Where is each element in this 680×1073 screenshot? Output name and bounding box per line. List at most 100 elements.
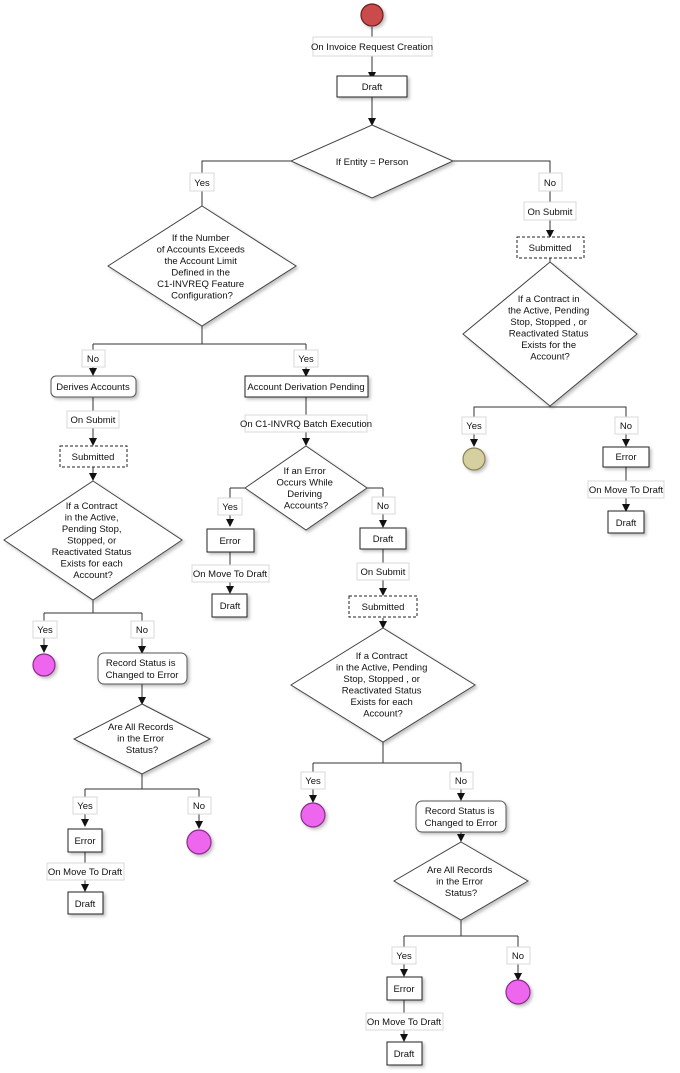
all-records-left-line: in the Error	[117, 734, 164, 745]
svg-text:On Move To Draft: On Move To Draft	[48, 867, 123, 878]
svg-text:Draft: Draft	[75, 899, 96, 910]
state-error-center: Error	[206, 528, 255, 553]
transition-label-on-submit-center: On Submit	[356, 562, 410, 581]
transition-label-on-move-to-draft-right: On Move To Draft	[587, 480, 665, 499]
label-no-center-3: No	[506, 946, 531, 965]
decision-mid-line: Configuration?	[171, 291, 233, 302]
error-decision-line: Accounts?	[284, 501, 328, 512]
svg-text:Submitted: Submitted	[362, 602, 405, 613]
svg-text:Error: Error	[393, 984, 414, 995]
decision-all-records-error-left: Are All Records in the Error Status?	[72, 703, 212, 775]
state-record-status-error-center: Record Status is Changed to Error	[415, 800, 507, 833]
state-derives-accounts: Derives Accounts	[50, 375, 137, 398]
decision-right-line: the Active, Pending	[508, 306, 589, 317]
decision-center-line: Stop, Stopped , or	[343, 674, 420, 685]
decision-right-line: Account?	[530, 352, 570, 363]
error-decision-line: Deriving	[287, 489, 322, 500]
svg-text:If a Contract in the Act: If a Contract in the Active, Pending Sto…	[508, 294, 592, 363]
svg-text:Yes: Yes	[194, 178, 210, 189]
label-no-right: No	[614, 416, 639, 435]
state-draft-left: Draft	[67, 891, 104, 915]
svg-text:Are All Records in the E: Are All Records in the Error Status?	[108, 722, 176, 756]
state-draft-top: Draft	[336, 75, 408, 98]
decision-right-line: Reactivated Status	[509, 329, 589, 340]
state-draft-right: Draft	[607, 510, 645, 534]
decision-mid-line: of Accounts Exceeds	[157, 245, 245, 256]
transition-label-on-move-to-draft-center: On Move To Draft	[191, 564, 270, 583]
transition-label-on-invoice-request-creation: On Invoice Request Creation	[311, 36, 433, 57]
svg-text:Account Derivation Pending: Account Derivation Pending	[247, 382, 364, 393]
svg-text:Yes: Yes	[396, 951, 412, 962]
svg-text:Draft: Draft	[362, 82, 383, 93]
all-records-left-line: Status?	[126, 745, 158, 756]
end-circle-center-no	[505, 979, 531, 1005]
state-submitted-left: Submitted	[59, 445, 128, 468]
end-circle-left-no	[186, 829, 212, 855]
svg-text:On Submit: On Submit	[528, 207, 573, 218]
svg-text:No: No	[136, 625, 148, 636]
svg-text:On C1-INVRQ Batch Execution: On C1-INVRQ Batch Execution	[240, 419, 372, 430]
state-error-center-2: Error	[386, 976, 423, 1001]
decision-mid-line: If the Number	[172, 233, 230, 244]
svg-text:Record Status is Changed: Record Status is Changed to Error	[106, 658, 179, 681]
label-no-error-deriving: No	[371, 496, 396, 515]
error-decision-line: If an Error	[284, 466, 326, 477]
decision-center-line: Reactivated Status	[342, 686, 422, 697]
svg-text:Draft: Draft	[616, 518, 637, 529]
decision-all-records-error-center: Are All Records in the Error Status?	[393, 841, 529, 921]
label-no-account-limit: No	[81, 349, 106, 368]
svg-text:If Entity = Person: If Entity = Person	[336, 157, 409, 168]
state-submitted-center: Submitted	[348, 595, 418, 618]
start-circle	[360, 3, 384, 27]
label-no-entity: No	[538, 172, 563, 192]
svg-text:Yes: Yes	[37, 625, 53, 636]
svg-text:Are All Records in the E: Are All Records in the Error Status?	[427, 865, 495, 899]
svg-text:If an Error Occurs While: If an Error Occurs While Deriving Accoun…	[276, 466, 335, 512]
label-yes-center-3: Yes	[391, 946, 417, 965]
svg-text:Yes: Yes	[305, 776, 321, 787]
svg-text:Yes: Yes	[77, 801, 93, 812]
state-error-right: Error	[602, 446, 650, 468]
state-draft-center-2: Draft	[386, 1041, 423, 1066]
state-account-derivation-pending: Account Derivation Pending	[244, 375, 369, 398]
decision-left-line: Account?	[73, 570, 113, 581]
svg-text:Draft: Draft	[373, 534, 394, 545]
label-yes-account-limit: Yes	[293, 349, 319, 368]
decision-left-line: Stopped, or	[67, 536, 116, 547]
all-records-center-line: Status?	[445, 888, 477, 899]
svg-text:If a Contract in the Act: If a Contract in the Active, Pending Sto…	[336, 651, 430, 720]
decision-error-deriving: If an Error Occurs While Deriving Accoun…	[244, 445, 368, 531]
decision-mid-line: C1-INVREQ Feature	[157, 279, 244, 290]
transition-label-on-batch-execution: On C1-INVRQ Batch Execution	[240, 414, 372, 433]
all-records-center-line: Are All Records	[427, 865, 493, 876]
decision-left-line: in the Active,	[65, 513, 119, 524]
label-no-left-2: No	[187, 796, 212, 815]
decision-center-line: Account?	[363, 709, 403, 720]
svg-text:Draft: Draft	[394, 1049, 415, 1060]
error-decision-line: Occurs While	[276, 478, 332, 489]
state-draft-center-left: Draft	[211, 593, 248, 618]
end-circle-center-yes	[300, 802, 326, 828]
svg-text:On Submit: On Submit	[71, 415, 116, 426]
svg-text:No: No	[620, 421, 632, 432]
decision-contract-status-left: If a Contract in the Active, Pending Sto…	[3, 480, 183, 601]
record-status-left-line: Changed to Error	[106, 670, 179, 681]
svg-text:On Move To Draft: On Move To Draft	[589, 485, 664, 496]
decision-right-line: Stop, Stopped , or	[510, 317, 587, 328]
svg-text:Draft: Draft	[220, 601, 241, 612]
decision-mid-line: Defined in the	[171, 268, 230, 279]
label-no-center-2: No	[449, 771, 474, 790]
label-yes-center-2: Yes	[300, 771, 326, 790]
label-yes-entity: Yes	[189, 172, 215, 192]
svg-text:Error: Error	[219, 536, 240, 547]
state-submitted-right: Submitted	[516, 236, 585, 259]
svg-text:On Submit: On Submit	[361, 567, 406, 578]
svg-text:Derives Accounts: Derives Accounts	[56, 382, 130, 393]
decision-contract-status-center: If a Contract in the Active, Pending Sto…	[290, 627, 476, 743]
decision-center-line: Exists for each	[351, 697, 413, 708]
state-draft-center: Draft	[359, 527, 407, 550]
svg-text:No: No	[455, 776, 467, 787]
transition-label-on-move-to-draft-center-2: On Move To Draft	[365, 1012, 444, 1031]
label-yes-right: Yes	[461, 416, 487, 435]
svg-text:On Move To Draft: On Move To Draft	[367, 1017, 442, 1028]
